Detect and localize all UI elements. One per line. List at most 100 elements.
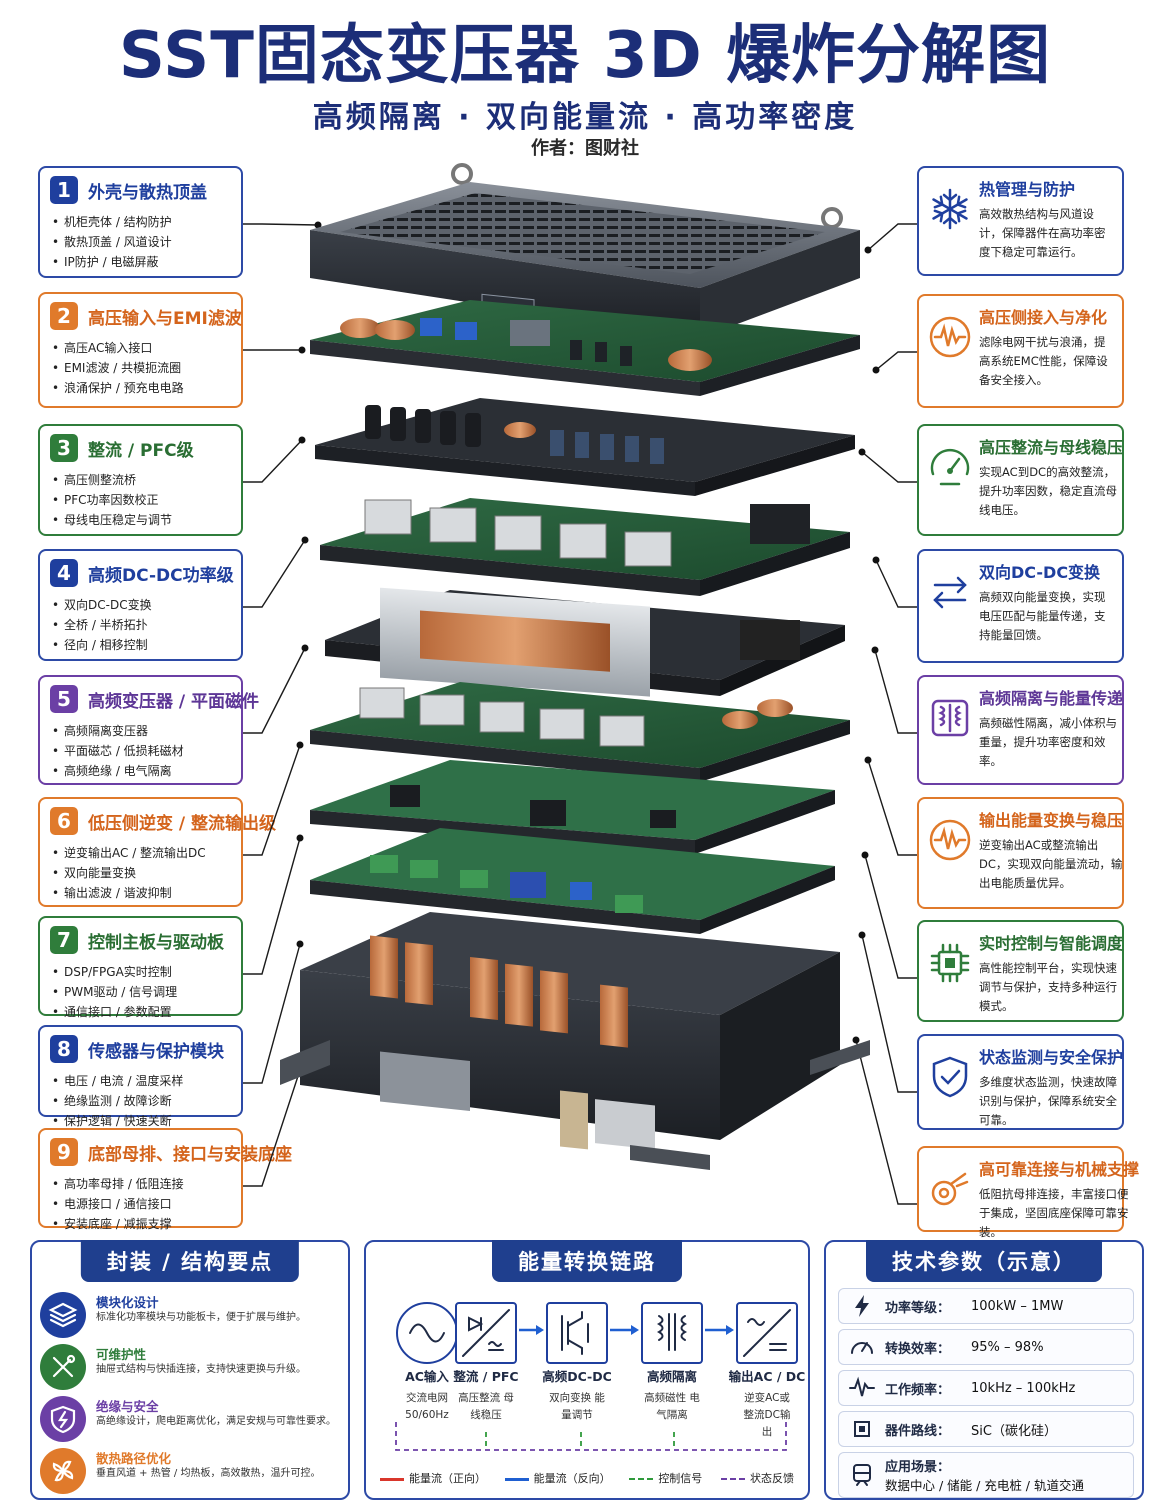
sine-wave-icon [927,817,973,863]
function-description: 逆变输出AC或整流输出DC，实现双向能量流动，输出电能质量优异。 [979,838,1123,890]
speedometer-icon [839,1334,885,1360]
legend-swatch [504,1477,529,1481]
component-feature-item: 散热顶盖 / 风道设计 [50,232,231,252]
leader-dot [871,646,879,654]
component-feature-list: 机柜壳体 / 结构防护散热顶盖 / 风道设计IP防护 / 电磁屏蔽 [50,212,231,272]
component-number-badge: 6 [50,807,78,835]
component-feature-item: 高功率母排 / 低阻连接 [50,1174,231,1194]
inverter-icon [736,1302,798,1364]
bolt-icon [839,1293,885,1319]
leader-dot [301,536,309,544]
function-card-3: 高压整流与母线稳压实现AC到DC的高效整流，提升功率因数，稳定直流母线电压。 [917,424,1124,536]
param-row: 应用场景：数据中心 / 储能 / 充电桩 / 轨道交通 [838,1452,1134,1498]
function-card-text: 高压整流与母线稳压实现AC到DC的高效整流，提升功率因数，稳定直流母线电压。 [979,434,1123,526]
component-feature-item: 高压AC输入接口 [50,338,231,358]
function-description: 高性能控制平台，实现快速调节与保护，支持多种运行模式。 [979,961,1117,1013]
leader-dot [314,221,322,229]
function-card-text: 高可靠连接与机械支撑低阻抗母排连接，丰富接口便于集成，坚固底座保障可靠安装。 [979,1156,1139,1239]
component-feature-item: IP防护 / 电磁屏蔽 [50,252,231,272]
leader-line [855,1039,917,1205]
component-number-badge: 4 [50,559,78,587]
leader-dot [298,436,306,444]
waveform-icon [927,314,973,360]
component-feature-item: PFC功率因数校正 [50,490,231,510]
gauge-icon [927,444,973,490]
component-feature-item: 母线电压稳定与调节 [50,510,231,530]
page-title: SST固态变压器 3D 爆炸分解图 [118,19,1052,93]
component-feature-list: 高压侧整流桥PFC功率因数校正母线电压稳定与调节 [50,470,231,530]
leader-line [243,439,303,483]
structure-item-text: 可维护性抽屉式结构与快插连接，支持快速更换与升级。 [96,1344,306,1390]
component-feature-item: PWM驱动 / 信号调理 [50,982,231,1002]
param-text: 应用场景：数据中心 / 储能 / 充电桩 / 轨道交通 [885,1456,1084,1494]
function-description: 低阻抗母排连接，丰富接口便于集成，坚固底座保障可靠安装。 [979,1187,1129,1239]
chain-step-desc: 逆变AC或 整流DC输出 [743,1392,791,1438]
leader-line [874,649,917,734]
function-description: 实现AC到DC的高效整流，提升功率因数，稳定直流母线电压。 [979,465,1117,517]
author-line: 作者：图财社 [531,138,639,159]
function-card-7: 实时控制与智能调度高性能控制平台，实现快速调节与保护，支持多种运行模式。 [917,920,1124,1022]
param-value: 95% – 98% [971,1339,1044,1355]
component-feature-item: 全桥 / 半桥拓扑 [50,615,231,635]
component-title: 外壳与散热顶盖 [88,182,207,203]
base-chassis-layer [280,912,870,1170]
component-feature-item: EMI滤波 / 共模扼流圈 [50,358,231,378]
param-row: 器件路线：SiC（碳化硅） [838,1411,1134,1447]
component-feature-item: DSP/FPGA实时控制 [50,962,231,982]
leader-dot [858,931,866,939]
leader-line [243,943,301,1084]
component-card-5: 5 高频变压器 / 平面磁件高频隔离变压器平面磁芯 / 低损耗磁材高频绝缘 / 电… [38,675,259,785]
leader-dot [852,1036,860,1044]
param-row: 转换效率：95% – 98% [838,1329,1134,1365]
component-feature-item: 机柜壳体 / 结构防护 [50,212,231,232]
structure-item-title: 可维护性 [96,1347,147,1362]
component-feature-item: 安装底座 / 减振支撑 [50,1214,231,1234]
component-feature-item: 通信接口 / 参数配置 [50,1002,231,1022]
chain-step-label: 高频DC-DC [542,1369,612,1384]
component-feature-item: 逆变输出AC / 整流输出DC [50,843,231,863]
function-title: 实时控制与智能调度 [979,934,1124,953]
param-key: 器件路线： [885,1423,951,1439]
component-card-4: 4 高频DC-DC功率级双向DC-DC变换全桥 / 半桥拓扑径向 / 相移控制 [38,549,243,661]
component-feature-item: 双向DC-DC变换 [50,595,231,615]
param-value: 100kW – 1MW [971,1298,1064,1314]
component-feature-item: 保护逻辑 / 快速关断 [50,1111,231,1131]
function-card-1: 热管理与防护高效散热结构与风道设计，保障器件在高功率密度下稳定可靠运行。 [917,166,1124,276]
page-subtitle: 高频隔离 · 双向能量流 · 高功率密度 [312,100,858,135]
leader-line [875,559,917,608]
component-feature-list: 高频隔离变压器平面磁芯 / 低损耗磁材高频绝缘 / 电气隔离 [50,721,231,781]
component-title: 高频DC-DC功率级 [88,565,234,586]
shield-bolt-icon [40,1396,86,1442]
legend-item: 能量流（正向） [380,1470,486,1486]
legend-item: 控制信号 [629,1470,702,1486]
param-key: 应用场景： [885,1460,951,1475]
leader-dot [296,940,304,948]
component-feature-item: 输出滤波 / 谐波抑制 [50,883,231,903]
legend-item: 能量流（反向） [504,1470,611,1486]
component-title: 控制主板与驱动板 [88,932,224,953]
component-title: 底部母排、接口与安装底座 [88,1144,292,1165]
chain-step-desc: 高压整流 母线稳压 [458,1392,514,1421]
shield-icon [927,1054,973,1100]
tools-icon [40,1344,86,1390]
energy-flow-arrowhead [631,1325,639,1335]
feedback-path [395,1422,787,1451]
legend-label: 状态反馈 [749,1472,794,1485]
function-card-text: 输出能量变换与稳压逆变输出AC或整流输出DC，实现双向能量流动，输出电能质量优异… [979,807,1123,899]
structure-item-desc: 标准化功率模块与功能板卡，便于扩展与维护。 [96,1312,306,1323]
transformer-icon [927,695,973,741]
component-feature-item: 径向 / 相移控制 [50,635,231,655]
function-card-8: 状态监测与安全保护多维度状态监测，快速故障识别与保护，保障系统安全可靠。 [917,1034,1124,1130]
component-feature-item: 高压侧整流桥 [50,470,231,490]
component-number-badge: 5 [50,685,78,713]
component-feature-item: 高频绝缘 / 电气隔离 [50,761,231,781]
component-title: 高频变压器 / 平面磁件 [88,691,260,712]
structure-item-title: 绝缘与安全 [96,1399,159,1414]
chain-step-label: AC输入 [405,1369,449,1384]
